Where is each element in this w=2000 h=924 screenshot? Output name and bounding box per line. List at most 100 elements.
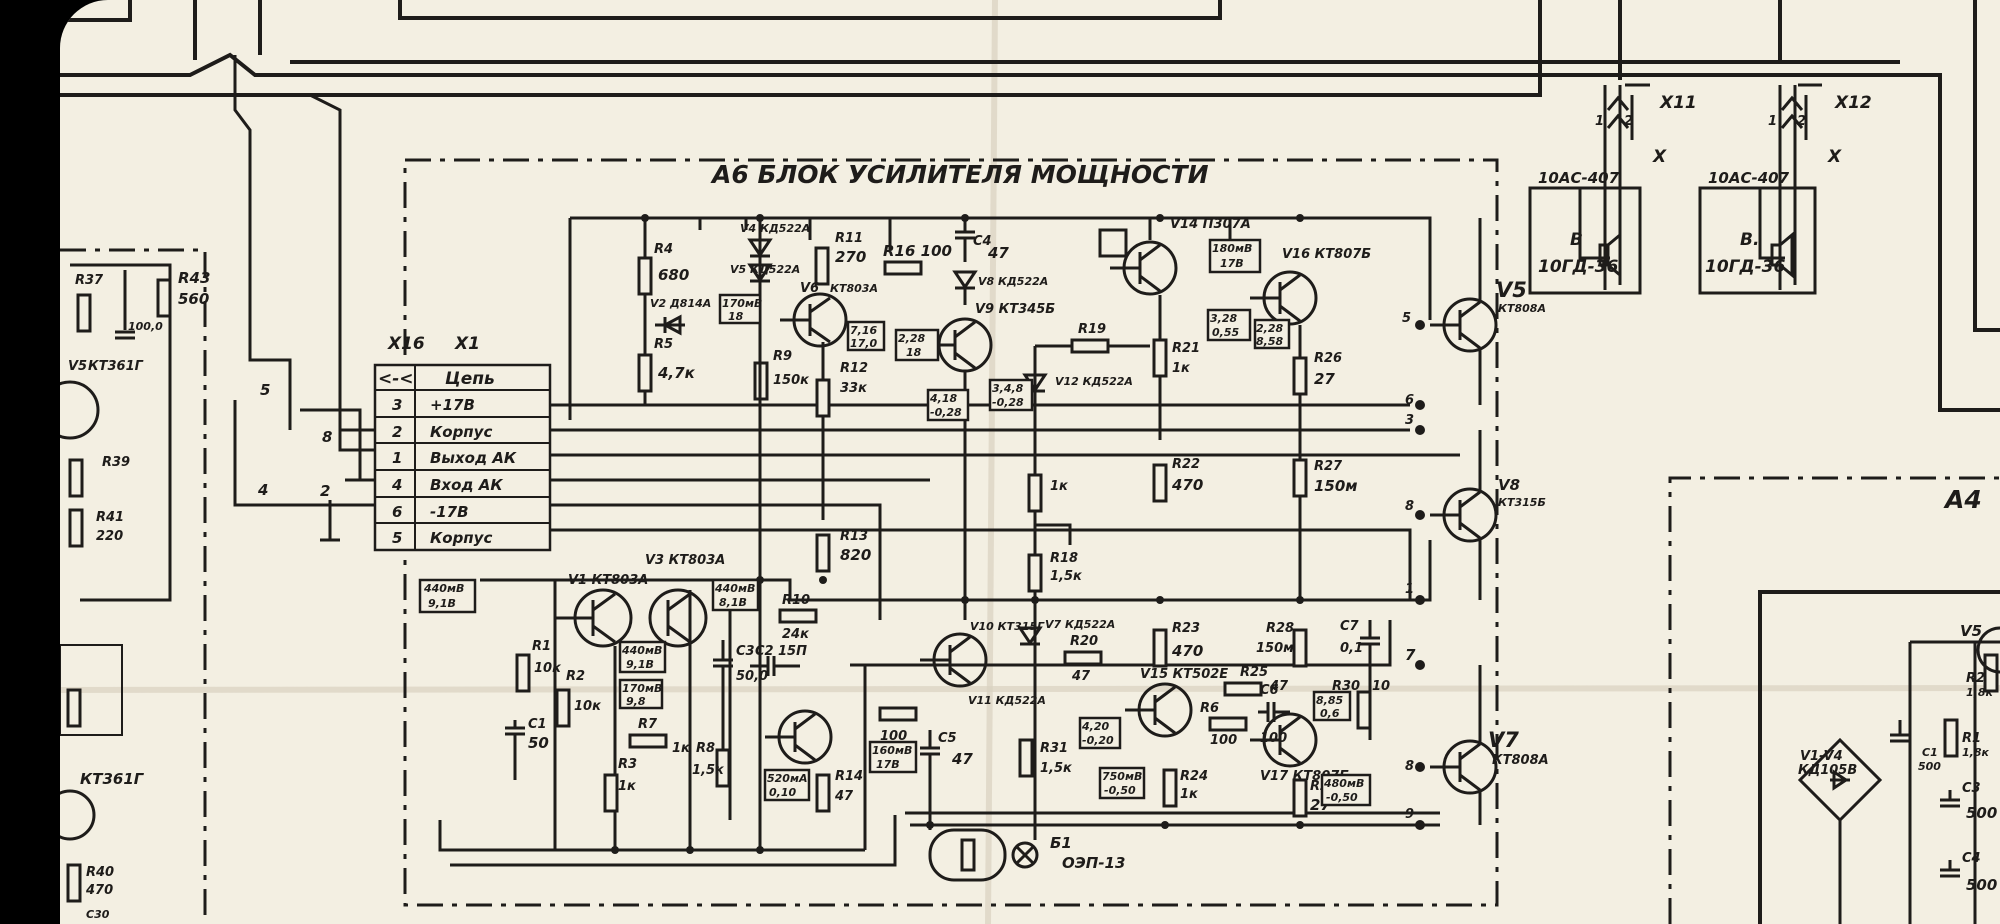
connector-rows: 3 +17В 2 Корпус 1 Выход АК 4 Вход АК 6 -… <box>391 396 517 547</box>
rail-taps <box>698 218 1232 250</box>
svg-text:4: 4 <box>391 476 402 494</box>
zener-v2 <box>655 314 685 336</box>
resistor-r7 <box>628 733 668 749</box>
label-c4-value: 47 <box>987 244 1009 262</box>
svg-text:+17В: +17В <box>430 396 475 414</box>
label-r20-value: 47 <box>1071 669 1091 684</box>
label-r31-value: 1,5к <box>1040 761 1073 776</box>
label-r8-value: 1,5к <box>692 763 725 778</box>
label-c3: C3 <box>736 644 755 659</box>
label-v6: V6 <box>800 281 819 296</box>
capacitor-c5 <box>920 730 940 830</box>
label-c2-value: 15П <box>778 644 807 659</box>
label-a4-c1: C1 <box>1922 746 1938 759</box>
svg-text:1: 1 <box>392 449 402 467</box>
connector-x1-label: X1 <box>454 334 480 354</box>
rail-mid <box>480 540 1432 602</box>
svg-text:Корпус: Корпус <box>430 423 492 441</box>
label-r18: R18 <box>1050 551 1078 566</box>
resistor-r14 <box>815 773 831 813</box>
label-r30-value: 10 <box>1372 679 1390 694</box>
node-label: 8 <box>1405 759 1414 774</box>
label-v8-out-type: КТ315Б <box>1498 496 1546 509</box>
speaker-2-pin2: 2 <box>1797 114 1806 129</box>
node-label: 9 <box>1405 807 1414 822</box>
svg-text:8,1В: 8,1В <box>719 596 747 609</box>
label-r5-value: 4,7к <box>657 364 696 382</box>
resistor-r18 <box>1027 553 1043 593</box>
node-label: 6 <box>1405 393 1414 408</box>
paper-fold <box>985 0 998 924</box>
wire <box>70 263 172 602</box>
label-r3-value: 1к <box>618 779 637 794</box>
capacitor-c1 <box>505 720 525 780</box>
amplifier-schematic: R37 R43 560 100,0 V5 КТ361Г R39 R41 220 … <box>60 0 2000 924</box>
speaker-1-x: X <box>1652 147 1667 167</box>
label-r9-value: 150к <box>773 373 810 388</box>
label-a4-v5: V5 <box>1960 622 1982 640</box>
speaker-1-pin2: 2 <box>1624 114 1633 129</box>
lamp-b1 <box>1011 841 1039 869</box>
label-r5: R5 <box>654 337 673 352</box>
svg-text:-0,50: -0,50 <box>1326 791 1358 804</box>
transistor-v7-out-legs <box>1430 742 1481 792</box>
left-subblock <box>60 644 123 736</box>
resistor-r5 <box>637 353 653 393</box>
svg-text:2,28: 2,28 <box>1256 322 1283 335</box>
speaker-1-system: 10АС-407 <box>1538 169 1620 187</box>
resistor-r39 <box>68 458 84 498</box>
a4-inner-frame <box>1758 590 2000 924</box>
resistor-r23 <box>1152 628 1168 668</box>
label-v8: V8 КД522А <box>978 275 1048 288</box>
svg-text:4,20: 4,20 <box>1081 720 1109 733</box>
label-r6: R6 <box>1200 701 1219 716</box>
svg-text:2,28: 2,28 <box>898 332 925 345</box>
resistor-r40 <box>66 863 82 903</box>
svg-text:4,18: 4,18 <box>929 392 957 405</box>
label-r11-value: 270 <box>835 248 866 266</box>
label-r43: R43 <box>178 269 210 287</box>
label-v5-out-type: КТ808А <box>1498 302 1546 315</box>
wire <box>450 815 897 867</box>
label-a4-r1: R1 <box>1962 731 1981 746</box>
resistor-r19 <box>1070 338 1110 354</box>
label-r15: 100 <box>880 729 907 744</box>
wire <box>1035 523 1072 545</box>
label-r41: R41 <box>96 510 124 525</box>
wire <box>60 0 132 22</box>
paper-fold <box>60 685 2000 693</box>
svg-text:3: 3 <box>392 396 402 414</box>
resistor-r30 <box>1356 690 1372 730</box>
speaker-2-system: 10АС-407 <box>1708 169 1790 187</box>
svg-text:3,28: 3,28 <box>1210 312 1237 325</box>
node-label: 7 <box>1405 646 1416 664</box>
svg-text:0,6: 0,6 <box>1320 707 1340 720</box>
svg-text:0,55: 0,55 <box>1212 326 1239 339</box>
svg-text:9,1В: 9,1В <box>626 658 654 671</box>
resistor-r41 <box>68 508 84 548</box>
wire <box>480 578 732 850</box>
left-block-frame <box>60 248 207 924</box>
resistor-a4-r1 <box>1943 718 1959 758</box>
label-v9: V9 КТ345Б <box>975 302 1055 317</box>
transistor-v10-legs <box>765 712 816 762</box>
label-r7: R7 <box>638 717 658 732</box>
transistor-a4-v5 <box>1976 626 2000 674</box>
svg-text:-0,28: -0,28 <box>992 396 1024 409</box>
label-v1: V1 КТ803А <box>568 573 648 588</box>
node-label: 5 <box>260 381 270 399</box>
capacitor-c2 <box>750 656 800 676</box>
label-r8: R8 <box>696 741 715 756</box>
resistor-r12 <box>815 378 831 418</box>
label-r10: R10 <box>782 593 810 608</box>
resistor-r43 <box>156 278 172 318</box>
svg-text:6: 6 <box>392 503 402 521</box>
label-r27: R27 <box>1314 459 1343 474</box>
resistor-r3 <box>603 773 619 813</box>
svg-text:160мВ: 160мВ <box>872 744 912 757</box>
speaker-2-conn: X12 <box>1834 93 1872 113</box>
label-r21: R21 <box>1172 341 1200 356</box>
label-v11: V11 КД522А <box>968 694 1046 707</box>
label-r28: R28 <box>1266 621 1294 636</box>
label-r2: R2 <box>566 669 585 684</box>
